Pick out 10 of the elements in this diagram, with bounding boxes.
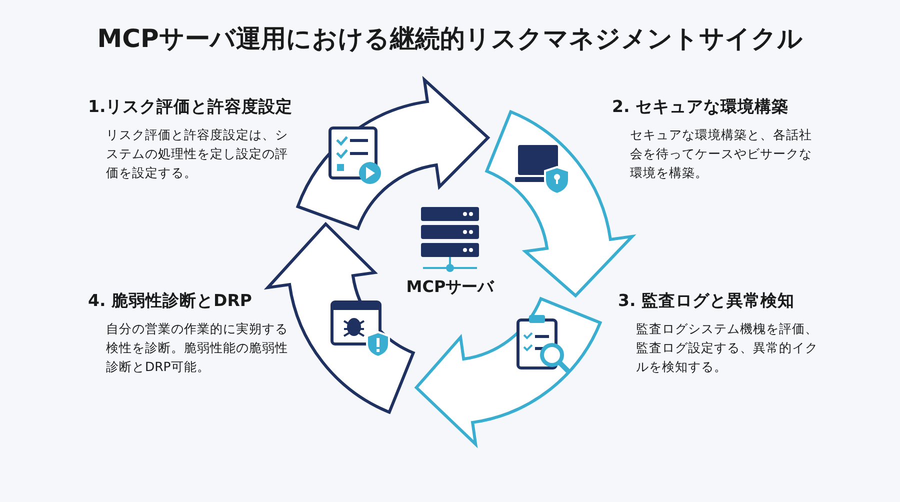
step-heading: 4. 脆弱性診断とDRP: [88, 290, 253, 312]
step-description: セキュアな環境構築と、各話社会を待ってケースやビサークな環境を構築。: [630, 126, 813, 182]
step-heading: 3. 監査ログと異常検知: [618, 290, 796, 312]
step-heading: 1.リスク評価と許容度設定: [88, 96, 294, 118]
step-description: リスク評価と許容度設定は、システムの処理性を定し設定の評価を設定する。: [106, 126, 289, 182]
title: MCPサーバ運用における継続的リスクマネジメントサイクル: [96, 23, 804, 55]
step-heading: 2. セキュアな環境構築: [612, 96, 790, 118]
step-description: 自分の営業の作業的に実朔する検性を診断。脆弱性能の脆弱性診断とDRP可能。: [106, 320, 289, 376]
center-label: MCPサーバ: [406, 277, 494, 296]
step-description: 監査ログシステム機槐を評価、監査ログ設定する、異常的イクルを検知する。: [636, 320, 819, 376]
